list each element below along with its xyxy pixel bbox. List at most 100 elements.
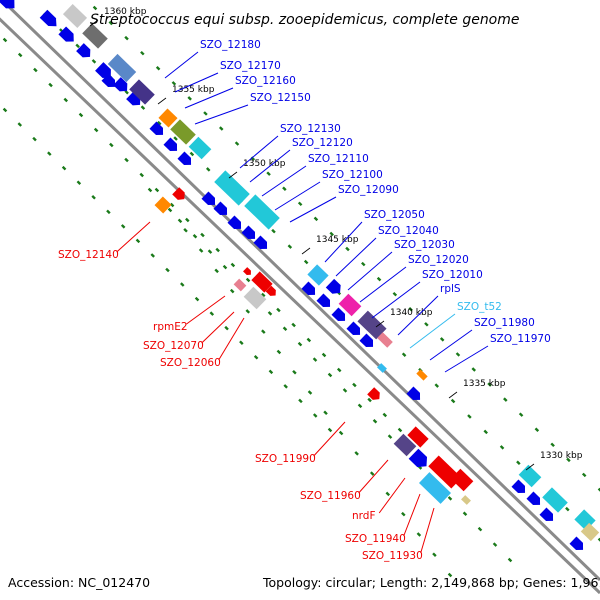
gene-label[interactable]: SZO_12130 xyxy=(280,123,341,135)
gene-box[interactable] xyxy=(377,363,387,373)
gene-box[interactable] xyxy=(450,468,474,492)
gene-box[interactable] xyxy=(214,170,250,206)
gene-box[interactable] xyxy=(408,448,432,472)
gene-label[interactable]: SZO_12100 xyxy=(322,169,383,181)
gene-label[interactable]: SZO_t52 xyxy=(457,301,502,313)
gene-label[interactable]: SZO_11980 xyxy=(474,317,535,329)
gene-label[interactable]: rpmE2 xyxy=(153,321,188,333)
gene-box[interactable] xyxy=(526,491,543,509)
gene-box[interactable] xyxy=(227,215,244,233)
gene-box[interactable] xyxy=(113,77,131,95)
gene-box[interactable] xyxy=(307,264,329,286)
gene-box[interactable] xyxy=(244,194,280,230)
gene-box[interactable] xyxy=(418,472,452,504)
gene-box[interactable] xyxy=(393,433,417,457)
gene-leader-line xyxy=(429,329,473,361)
gc-skew-dash xyxy=(462,511,468,516)
gene-label[interactable]: SZO_12150 xyxy=(250,92,311,104)
gene-box[interactable] xyxy=(95,62,115,82)
gene-leader-line xyxy=(239,135,279,169)
gene-label[interactable]: SZO_11930 xyxy=(362,550,423,562)
gene-box[interactable] xyxy=(251,271,273,293)
gene-box[interactable] xyxy=(359,333,376,351)
gene-box[interactable] xyxy=(177,151,194,169)
gene-label[interactable]: SZO_12090 xyxy=(338,184,399,196)
gene-box[interactable] xyxy=(39,9,61,30)
gene-box[interactable] xyxy=(243,267,253,277)
gene-box[interactable] xyxy=(233,278,247,292)
gc-skew-dash xyxy=(499,445,505,450)
gene-box[interactable] xyxy=(569,536,586,554)
gene-box[interactable] xyxy=(213,201,230,219)
gene-label[interactable]: SZO_11990 xyxy=(255,453,316,465)
gc-skew-dash xyxy=(214,268,219,274)
gene-label[interactable]: SZO_12020 xyxy=(408,254,469,266)
gene-label[interactable]: SZO_12030 xyxy=(394,239,455,251)
gene-label[interactable]: SZO_12140 xyxy=(58,249,119,261)
gene-box[interactable] xyxy=(357,310,387,340)
gene-label[interactable]: SZO_11940 xyxy=(345,533,406,545)
gene-box[interactable] xyxy=(101,73,118,91)
gene-box[interactable] xyxy=(82,23,108,49)
backbone-line-outer xyxy=(0,0,600,582)
gene-box[interactable] xyxy=(542,487,568,513)
gene-box[interactable] xyxy=(129,79,155,105)
gene-label[interactable]: SZO_12110 xyxy=(308,153,369,165)
gene-leader-line xyxy=(324,221,363,263)
gene-label[interactable]: nrdF xyxy=(352,510,376,522)
gene-box[interactable] xyxy=(62,4,88,28)
gene-box[interactable] xyxy=(172,187,188,203)
gc-skew-dash xyxy=(63,97,69,103)
gene-box[interactable] xyxy=(76,43,94,61)
gc-skew-dash xyxy=(507,557,513,563)
gene-box[interactable] xyxy=(301,281,318,299)
gene-box[interactable] xyxy=(241,225,258,243)
gene-label[interactable]: SZO_11960 xyxy=(300,490,361,502)
gene-box[interactable] xyxy=(0,0,19,13)
gc-skew-dash xyxy=(165,267,170,273)
gene-label[interactable]: SZO_11970 xyxy=(490,333,551,345)
gene-box[interactable] xyxy=(416,369,428,381)
gene-box[interactable] xyxy=(331,307,348,325)
gene-label[interactable]: SZO_12160 xyxy=(235,75,296,87)
gene-box[interactable] xyxy=(163,137,180,155)
gene-label[interactable]: SZO_12180 xyxy=(200,39,261,51)
gene-box[interactable] xyxy=(58,26,77,45)
gene-box[interactable] xyxy=(170,119,196,145)
gene-box[interactable] xyxy=(149,121,166,139)
gene-box[interactable] xyxy=(407,426,429,448)
gene-box[interactable] xyxy=(406,386,423,404)
gene-label[interactable]: SZO_12060 xyxy=(160,357,221,369)
gene-label[interactable]: SZO_12170 xyxy=(220,60,281,72)
gene-box[interactable] xyxy=(377,332,393,348)
gene-box[interactable] xyxy=(316,293,333,311)
gene-box[interactable] xyxy=(243,286,267,310)
gene-box[interactable] xyxy=(325,278,344,297)
gene-label[interactable]: rplS xyxy=(440,283,461,295)
gene-label[interactable]: SZO_12010 xyxy=(422,269,483,281)
kbp-tick-label: 1355 kbp xyxy=(172,85,215,95)
gene-box[interactable] xyxy=(580,522,600,542)
gene-label[interactable]: SZO_12070 xyxy=(143,340,204,352)
gene-label[interactable]: SZO_12050 xyxy=(364,209,425,221)
gene-box[interactable] xyxy=(107,53,137,83)
gene-box[interactable] xyxy=(158,108,178,128)
gene-box[interactable] xyxy=(265,285,279,299)
gc-skew-dash xyxy=(267,311,273,316)
kbp-tick xyxy=(301,247,311,255)
gene-box[interactable] xyxy=(518,464,542,488)
gene-box[interactable] xyxy=(154,196,172,214)
gene-box[interactable] xyxy=(188,136,212,160)
gene-box[interactable] xyxy=(346,321,363,339)
gene-box[interactable] xyxy=(511,479,528,497)
gene-box[interactable] xyxy=(253,235,270,253)
gene-label[interactable]: SZO_12120 xyxy=(292,137,353,149)
gene-box[interactable] xyxy=(338,293,362,317)
gene-box[interactable] xyxy=(539,507,556,525)
gene-box[interactable] xyxy=(367,387,383,403)
gc-skew-dash xyxy=(17,122,23,127)
gc-skew-dash xyxy=(48,82,53,88)
gene-box[interactable] xyxy=(201,191,218,209)
gene-label[interactable]: SZO_12040 xyxy=(378,225,439,237)
gene-box[interactable] xyxy=(461,495,471,505)
